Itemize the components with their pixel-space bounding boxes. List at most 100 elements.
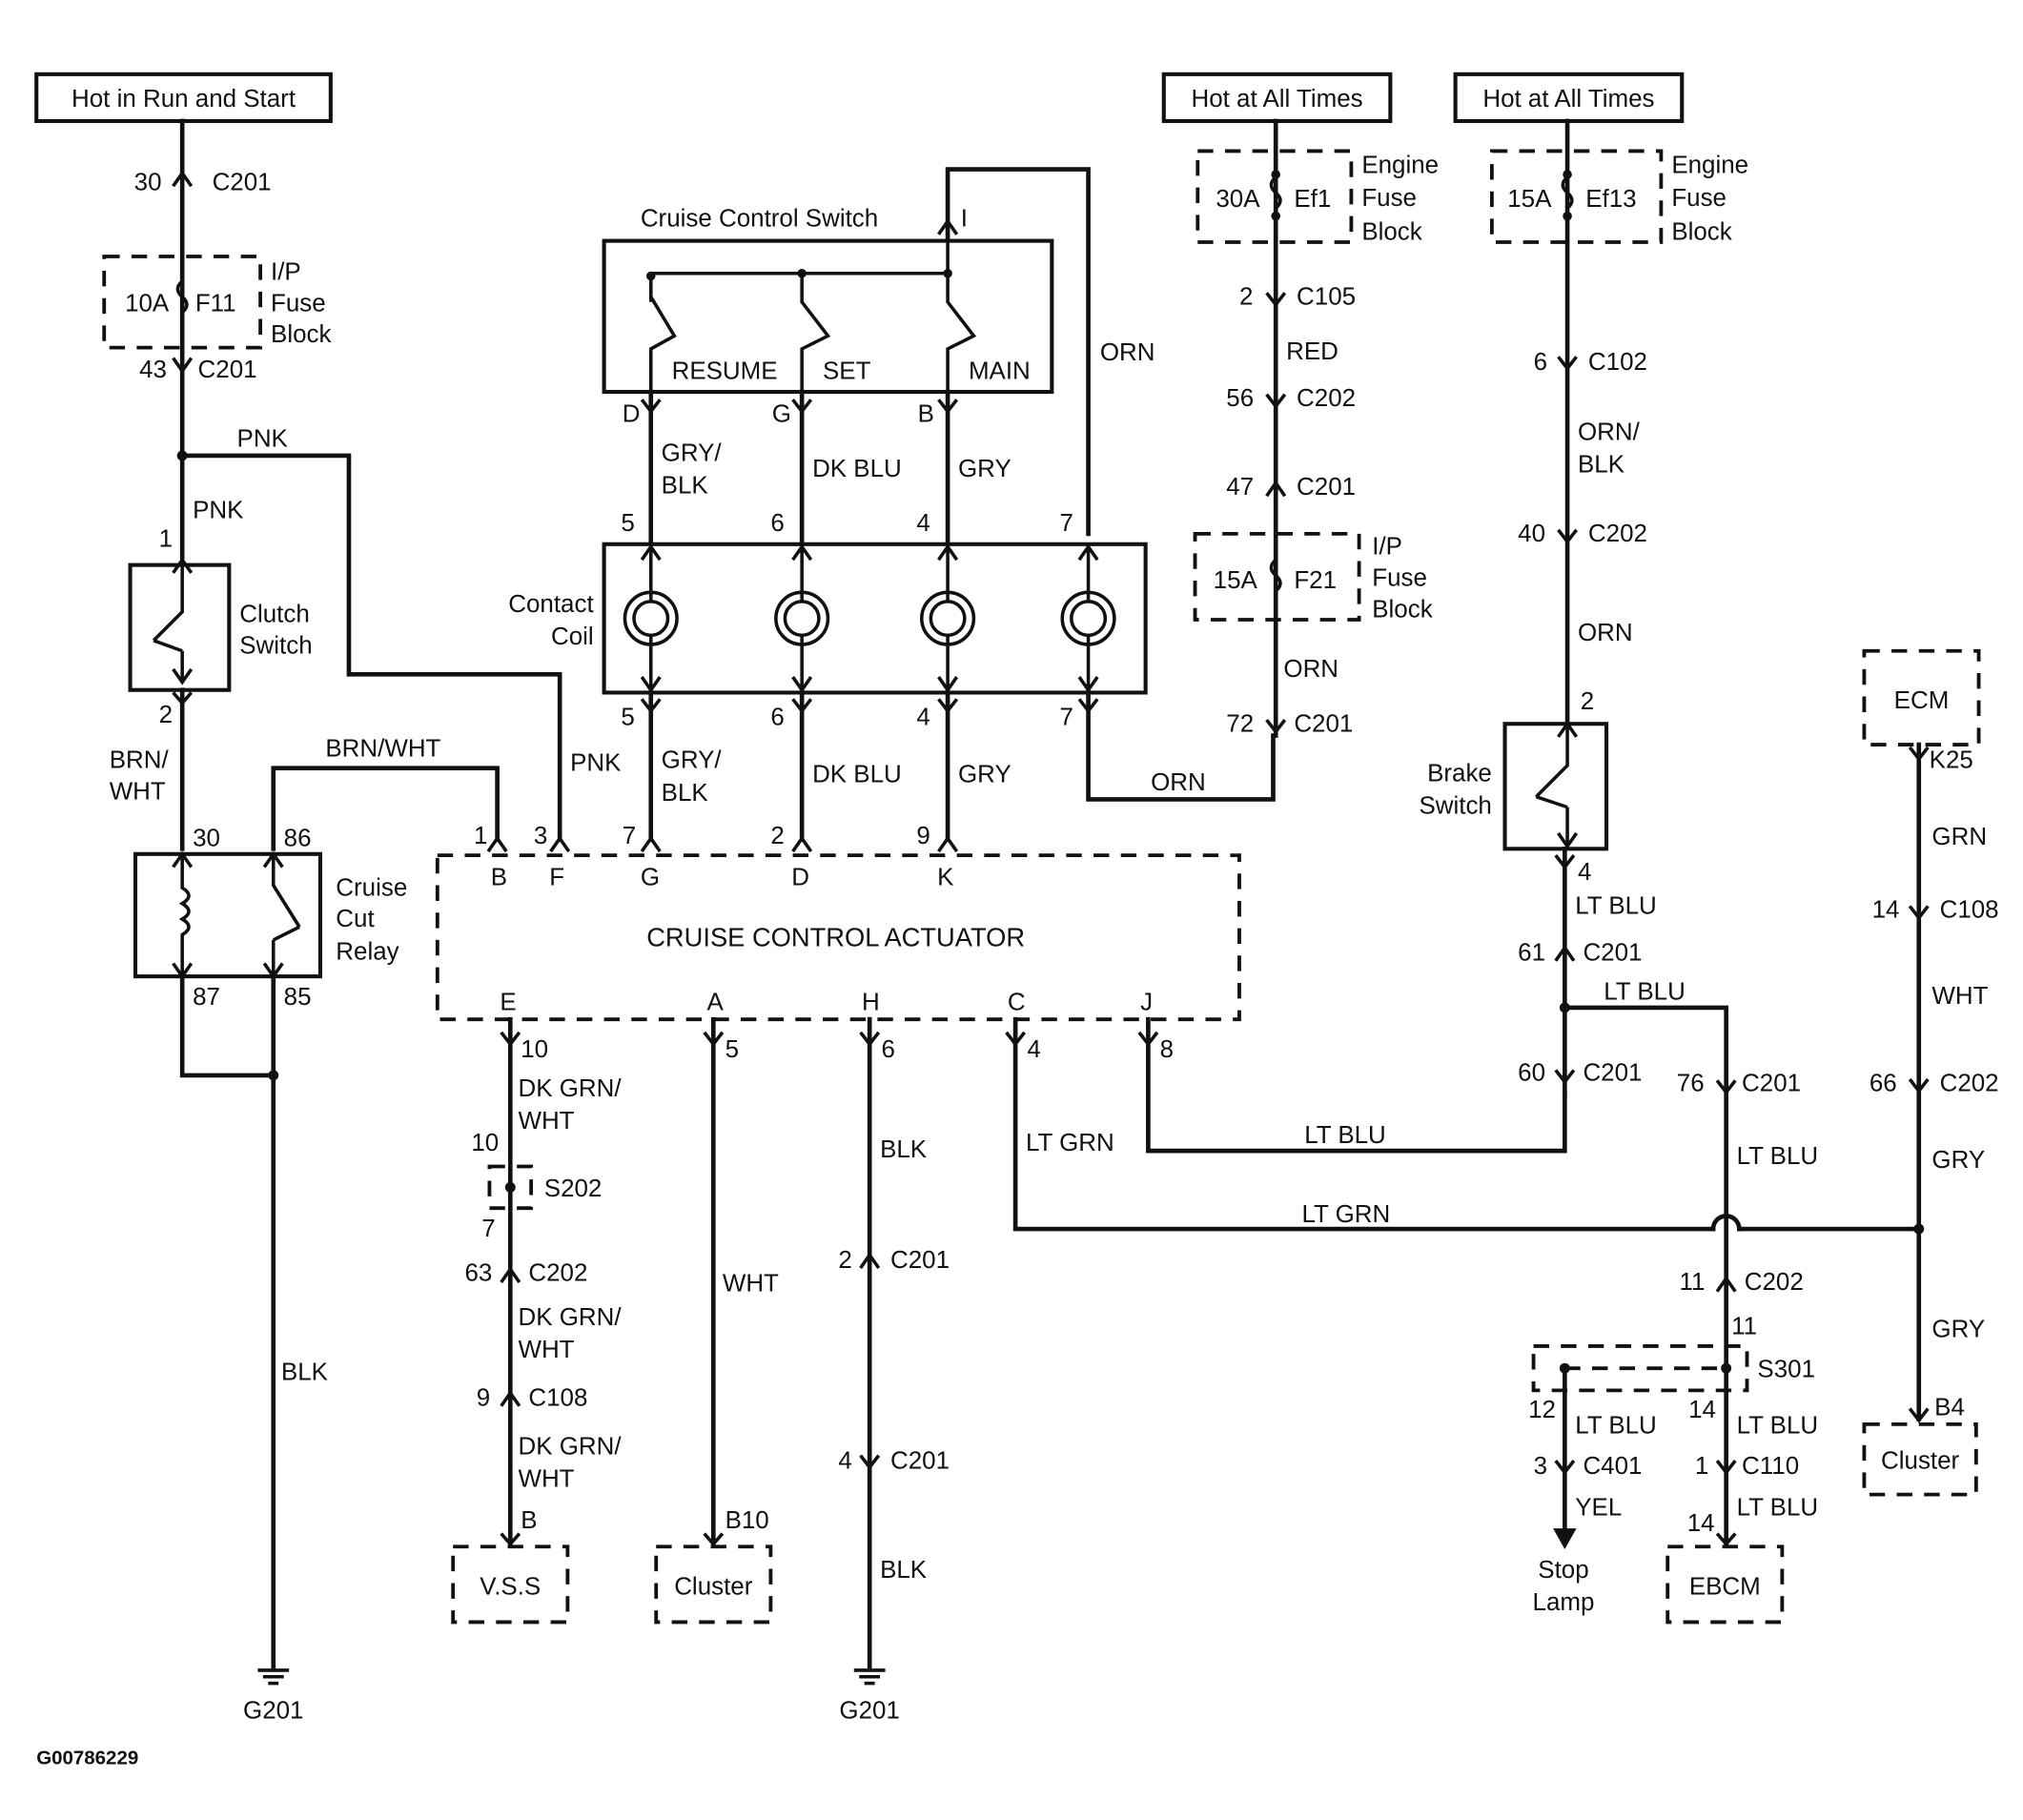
fuse-symbol-ef1 bbox=[1269, 175, 1282, 210]
wire-label-gry: GRY bbox=[958, 762, 1012, 788]
wire-label-blk: BLK bbox=[281, 1359, 329, 1385]
wire-label-lt-grn: LT GRN bbox=[1026, 1130, 1114, 1156]
stop-lamp-label-2: Lamp bbox=[1533, 1589, 1595, 1616]
wire-label-dk-blu: DK BLU bbox=[812, 762, 902, 788]
cluster-label: Cluster bbox=[1881, 1447, 1960, 1474]
connector-c108-14 bbox=[1908, 905, 1930, 921]
pin-61: 61 bbox=[1518, 940, 1545, 967]
fuse-rating-10a: 10A bbox=[125, 290, 170, 317]
wire-label-yel: YEL bbox=[1575, 1494, 1622, 1521]
connector-label-c202: C202 bbox=[1297, 385, 1356, 412]
wire-orn-switch-top bbox=[945, 167, 1091, 537]
pin-2: 2 bbox=[159, 702, 173, 728]
wire-label-blk: BLK bbox=[662, 780, 709, 807]
cruise-cut-relay bbox=[133, 851, 322, 979]
connector-c401-3 bbox=[1554, 1460, 1576, 1476]
connector-label-c201: C201 bbox=[890, 1247, 950, 1274]
connector-arrow bbox=[640, 399, 662, 415]
ip-fuse-block-label-1: I/P bbox=[271, 259, 301, 286]
splice-label-s301: S301 bbox=[1757, 1357, 1815, 1383]
connector-label-c108: C108 bbox=[1940, 897, 1999, 924]
engine-fuse-label-3: Block bbox=[1671, 218, 1731, 245]
wire-label-pnk: PNK bbox=[237, 425, 289, 452]
pin-2: 2 bbox=[838, 1247, 851, 1274]
connector-c201-60 bbox=[1554, 1069, 1576, 1085]
pin-47: 47 bbox=[1226, 474, 1254, 501]
connector-c108-9 bbox=[500, 1390, 521, 1407]
connector-c110-1 bbox=[1715, 1460, 1737, 1476]
pin-B10: B10 bbox=[725, 1507, 769, 1534]
wire-label-brn-wht: BRN/WHT bbox=[325, 735, 440, 762]
pin-6: 6 bbox=[770, 510, 784, 537]
wire-label-wht: WHT bbox=[518, 1465, 574, 1492]
pin-B: B bbox=[521, 1507, 537, 1534]
pin-4: 4 bbox=[1578, 859, 1591, 886]
pin-I: I bbox=[961, 206, 968, 233]
wire-label-orn: ORN bbox=[1100, 339, 1155, 366]
connector-c201-72 bbox=[1265, 719, 1287, 735]
pin-4: 4 bbox=[1027, 1036, 1040, 1063]
pin-3: 3 bbox=[534, 823, 547, 849]
connector-arrow bbox=[703, 1532, 725, 1547]
splice-box-s202 bbox=[487, 1164, 534, 1211]
pin-12: 12 bbox=[1528, 1397, 1556, 1423]
vss-label: V.S.S bbox=[480, 1574, 541, 1601]
wire-label-pnk: PNK bbox=[193, 497, 244, 523]
pin-6: 6 bbox=[881, 1036, 894, 1063]
pin-5: 5 bbox=[621, 705, 634, 731]
switch-label-set: SET bbox=[823, 358, 871, 384]
connector-label-c105: C105 bbox=[1297, 284, 1356, 311]
pin-3: 3 bbox=[1534, 1453, 1547, 1480]
wire-label-orn: ORN bbox=[1151, 769, 1206, 796]
fuse-label-f11: F11 bbox=[195, 290, 236, 317]
engine-fuse-label-2: Fuse bbox=[1671, 185, 1727, 212]
wire-lt-grn bbox=[1012, 1016, 1716, 1232]
fuse-symbol-ef13 bbox=[1561, 175, 1574, 210]
connector-c201-2 bbox=[859, 1252, 881, 1270]
cluster-label: Cluster bbox=[674, 1574, 753, 1601]
wire-label-gry: GRY bbox=[958, 456, 1012, 482]
pin-10: 10 bbox=[471, 1130, 499, 1156]
actuator-pin-C: C bbox=[1008, 990, 1026, 1016]
actuator-pin-A: A bbox=[706, 990, 724, 1016]
wire-label-red: RED bbox=[1286, 338, 1338, 365]
connector-arrow bbox=[640, 835, 662, 853]
connector-c105-2 bbox=[1265, 292, 1287, 308]
ebcm-label: EBCM bbox=[1689, 1574, 1761, 1601]
connector-label-c202: C202 bbox=[528, 1260, 587, 1287]
connector-arrow bbox=[549, 835, 571, 853]
connector-label-c201: C201 bbox=[213, 169, 272, 195]
fuse-label-ef13: Ef13 bbox=[1585, 186, 1636, 213]
connector-c202-56 bbox=[1265, 393, 1287, 409]
connector-label-c201: C201 bbox=[1294, 710, 1353, 737]
pin-7: 7 bbox=[1060, 510, 1073, 537]
relay-arrow-86 bbox=[262, 850, 284, 869]
brake-switch-label-1: Brake bbox=[1427, 760, 1492, 787]
wire-label-pnk: PNK bbox=[570, 749, 622, 776]
contact-coil-label-2: Coil bbox=[551, 624, 594, 650]
connector-label-c201: C201 bbox=[198, 357, 257, 383]
relay-label-1: Cruise bbox=[336, 874, 407, 901]
pin-2: 2 bbox=[1239, 284, 1253, 311]
brake-switch-label-2: Switch bbox=[1419, 792, 1491, 819]
splice-ground bbox=[268, 1070, 279, 1081]
pin-D: D bbox=[623, 400, 641, 427]
wire-label-wht: WHT bbox=[110, 778, 166, 805]
engine-fuse-label-1: Engine bbox=[1361, 153, 1439, 179]
wire-label-dk-blu: DK BLU bbox=[812, 456, 902, 482]
cruise-control-switch-label: Cruise Control Switch bbox=[641, 206, 878, 233]
connector-c202-63 bbox=[500, 1266, 521, 1284]
fuse-terminal bbox=[1271, 170, 1280, 179]
fuse-terminal bbox=[1271, 211, 1280, 221]
ip-fuse-block-label-3: Block bbox=[1372, 596, 1432, 623]
power-source-label: Hot at All Times bbox=[1482, 86, 1654, 112]
pin-1: 1 bbox=[474, 823, 487, 849]
clutch-switch-label-1: Clutch bbox=[239, 602, 310, 628]
actuator-pin-J: J bbox=[1140, 990, 1153, 1016]
pin-11: 11 bbox=[1731, 1314, 1757, 1340]
ip-fuse-block-label-2: Fuse bbox=[1372, 564, 1427, 591]
fuse-label-ef1: Ef1 bbox=[1294, 186, 1331, 213]
pin-1: 1 bbox=[1695, 1453, 1708, 1480]
pin-30: 30 bbox=[134, 169, 162, 195]
fuse-rating-30a: 30A bbox=[1216, 186, 1260, 213]
